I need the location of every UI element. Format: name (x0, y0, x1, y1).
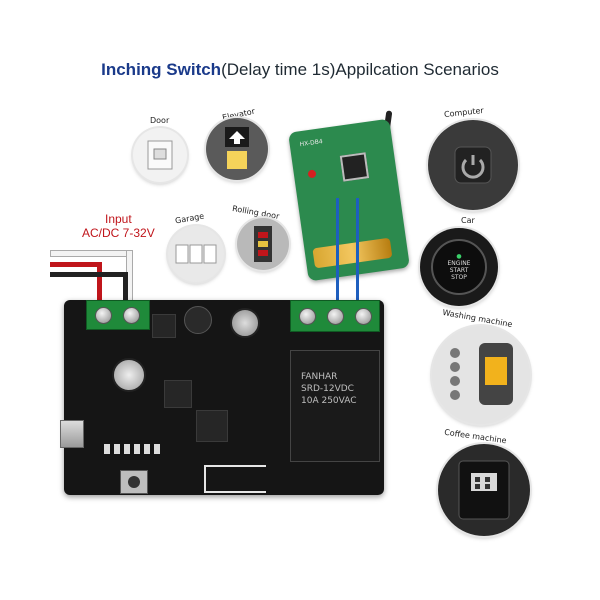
chip (152, 314, 176, 338)
title-rest: (Delay time 1s)Appilcation Scenarios (221, 60, 499, 79)
door-switch-icon (133, 128, 187, 182)
relay-spec-2: 10A 250VAC (301, 396, 357, 406)
power-button-icon (428, 120, 518, 210)
washing-machine-panel-icon (432, 326, 530, 424)
computer-label: Computer (443, 105, 485, 120)
page-title: Inching Switch(Delay time 1s)Appilcation… (0, 60, 600, 80)
car-scenario: ● ENGINE START STOP (420, 228, 498, 306)
screw (95, 307, 112, 324)
screw (299, 308, 316, 325)
elevator-button-icon (206, 118, 268, 180)
input-terminal-block (86, 300, 150, 330)
capacitor (112, 358, 146, 392)
rolling-door-remote-icon (237, 218, 289, 270)
input-label: Input AC/DC 7-32V (82, 212, 155, 240)
engine-start-button-icon: ● ENGINE START STOP (420, 228, 498, 306)
garage-label: Garage (174, 211, 205, 226)
garage-remote-icon (168, 226, 224, 282)
remote-button (339, 152, 370, 182)
screw (327, 308, 344, 325)
remote-board-id: HX-DB4 (299, 138, 324, 149)
coffee-machine-scenario (438, 444, 530, 536)
start-label: START (449, 267, 469, 274)
black-wire (50, 272, 128, 277)
screw (123, 307, 140, 324)
reset-button (120, 470, 148, 494)
input-voltage-label: AC/DC 7-32V (82, 226, 155, 240)
computer-scenario (428, 120, 518, 210)
remote-board: HX-DB4 (288, 118, 410, 282)
black-wire-drop (123, 272, 128, 302)
engine-label: ENGINE (447, 260, 471, 267)
car-label: Car (461, 216, 475, 225)
rolling-door-scenario (237, 218, 289, 270)
relay-module-board: FANHAR SRD-12VDC 10A 250VAC (60, 300, 384, 495)
relay: FANHAR SRD-12VDC 10A 250VAC (290, 350, 380, 462)
blue-wire-left (336, 198, 339, 304)
screw (355, 308, 372, 325)
white-wire (50, 250, 132, 257)
red-wire-drop (97, 262, 102, 302)
relay-brand: FANHAR (301, 372, 338, 382)
remote-battery (312, 237, 393, 269)
coffee-machine-icon (438, 444, 530, 536)
washing-machine-scenario (432, 326, 530, 424)
input-label-line1: Input (105, 212, 132, 226)
blue-wire-right (356, 198, 359, 304)
capacitor (230, 308, 260, 338)
door-label: Door (150, 116, 170, 125)
antenna-trace (204, 465, 266, 493)
coffee-machine-label: Coffee machine (443, 427, 508, 446)
remote-led (307, 169, 317, 179)
chip (196, 410, 228, 442)
usb-port (60, 420, 84, 448)
door-scenario (133, 128, 187, 182)
garage-scenario (168, 226, 224, 282)
relay-text: FANHAR SRD-12VDC 10A 250VAC (301, 371, 357, 407)
elevator-scenario (206, 118, 268, 180)
inductor (184, 306, 212, 334)
chip (164, 380, 192, 408)
output-terminal-block (290, 300, 380, 332)
title-bold: Inching Switch (101, 60, 222, 79)
red-wire (50, 262, 102, 267)
pin-header (104, 444, 160, 454)
relay-spec-1: SRD-12VDC (301, 384, 354, 394)
stop-label: STOP (451, 274, 467, 281)
